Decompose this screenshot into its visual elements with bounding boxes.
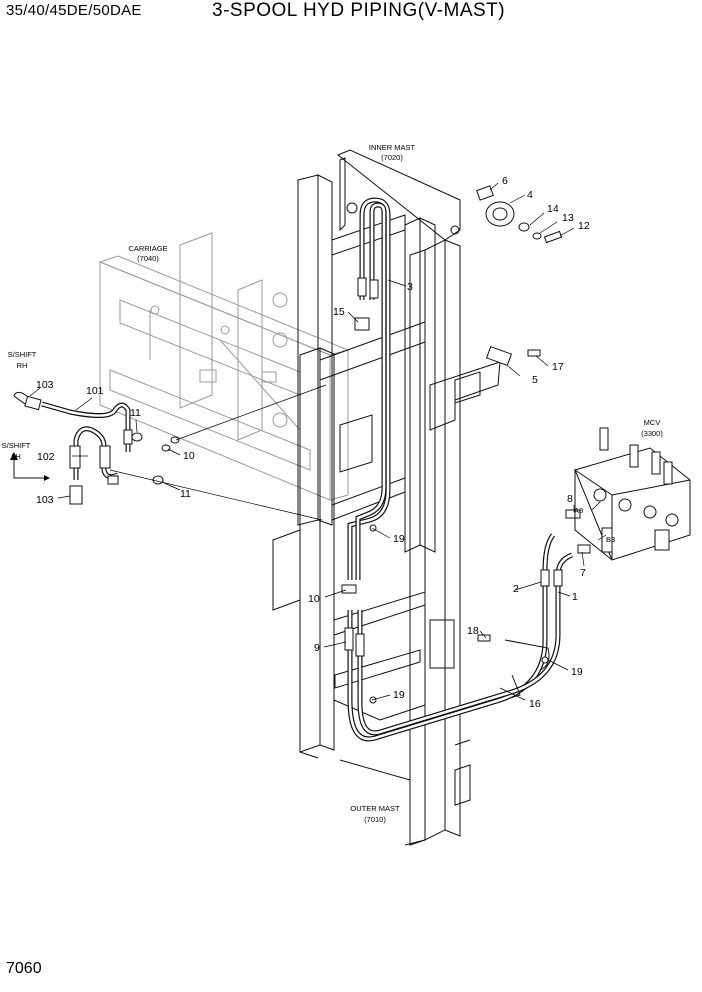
- callout-103-upper: 103: [36, 379, 54, 391]
- outer-mast-label: OUTER MAST: [350, 804, 400, 813]
- carriage-label: CARRIAGE: [128, 244, 167, 253]
- diagram-title: 3-SPOOL HYD PIPING(V-MAST): [212, 0, 506, 21]
- mcv-code: (3300): [641, 429, 663, 438]
- model-range: 35/40/45DE/50DAE: [6, 2, 142, 19]
- callout-4: 4: [527, 189, 533, 201]
- side-shift-hoses: [10, 384, 327, 521]
- carriage-code: (7040): [137, 254, 159, 263]
- mcv-label: MCV: [644, 418, 661, 427]
- inner-mast-label: INNER MAST: [369, 143, 416, 152]
- callout-19-right: 19: [571, 666, 583, 678]
- callout-3: 3: [407, 281, 413, 293]
- callout-15: 15: [333, 306, 345, 318]
- callout-13: 13: [562, 212, 574, 224]
- inner-mast-drawing: [297, 149, 461, 553]
- callout-18: 18: [467, 625, 479, 637]
- callout-12: 12: [578, 220, 590, 232]
- side-shift-rh-label: S/SHIFT: [8, 350, 37, 359]
- side-shift-lh-label: S/SHIFT: [2, 441, 31, 450]
- callout-9: 9: [314, 642, 320, 654]
- hose-3-bundle: [347, 197, 391, 580]
- callout-10-mast: 10: [308, 593, 320, 605]
- page-number: 7060: [6, 960, 42, 977]
- callout-5: 5: [532, 374, 538, 386]
- callout-16: 16: [529, 698, 541, 710]
- mast-fittings: [341, 185, 591, 704]
- callout-14: 14: [547, 203, 559, 215]
- outer-mast-code: (7010): [364, 815, 386, 824]
- side-shift-lh-sub: LH: [11, 452, 21, 461]
- callout-1: 1: [572, 591, 578, 603]
- callout-103-lower: 103: [36, 494, 54, 506]
- callout-10-carriage: 10: [183, 450, 195, 462]
- callout-leaders: [29, 182, 607, 701]
- mcv-valve-block: [573, 427, 691, 561]
- callout-6: 6: [502, 175, 508, 187]
- callout-19-lower: 19: [393, 689, 405, 701]
- callout-19-upper: 19: [393, 533, 405, 545]
- callout-101: 101: [86, 385, 104, 397]
- callout-2: 2: [513, 583, 519, 595]
- callout-8: 8: [567, 493, 573, 505]
- callout-17: 17: [552, 361, 564, 373]
- port-a3-label: A3: [574, 506, 583, 515]
- callout-11-upper: 11: [130, 407, 141, 419]
- callout-102: 102: [37, 451, 55, 463]
- hose-1-2-lines: [344, 533, 573, 742]
- callout-11-lower: 11: [180, 488, 191, 500]
- callout-7: 7: [580, 567, 586, 579]
- port-b3-label: B3: [606, 535, 615, 544]
- carriage-drawing: [98, 232, 350, 501]
- outer-mast-drawing: [272, 239, 501, 846]
- inner-mast-code: (7020): [381, 153, 403, 162]
- side-shift-rh-sub: RH: [17, 361, 28, 370]
